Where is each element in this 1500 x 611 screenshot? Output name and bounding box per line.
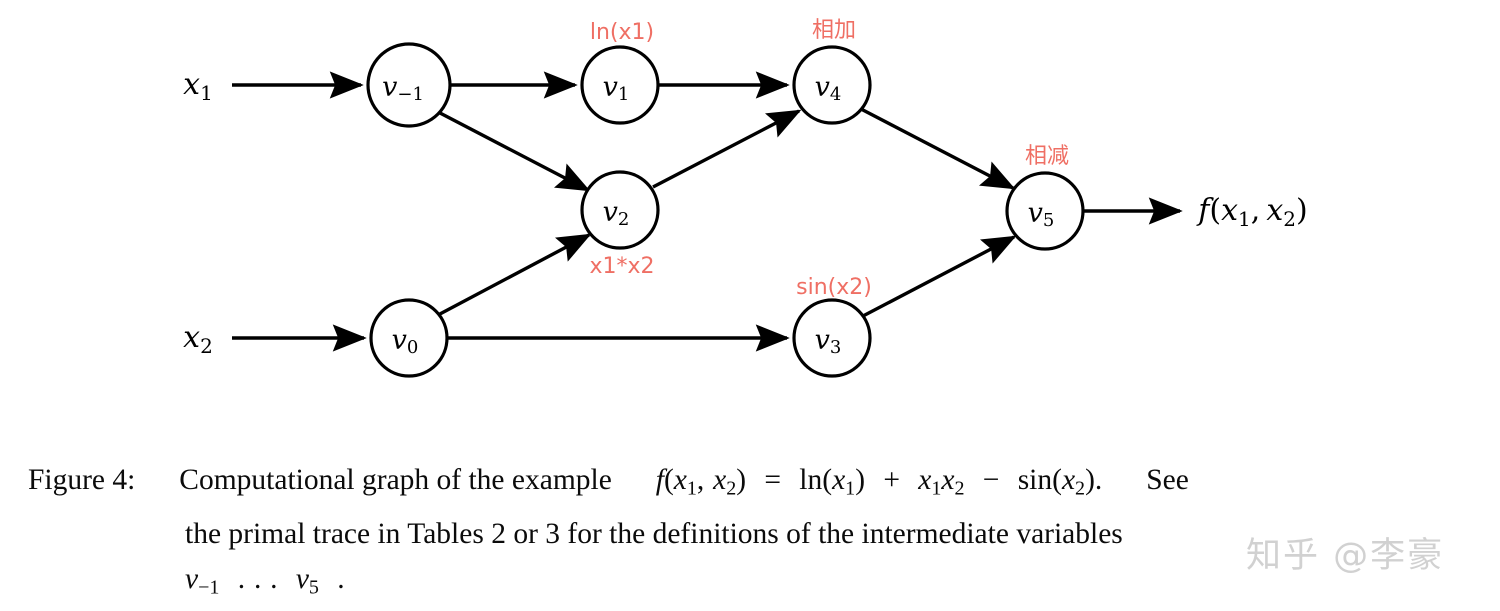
caption-line2-text: the primal trace in Tables 2 or 3 for th… <box>185 517 1123 550</box>
node-v4[interactable]: 相加 v4 <box>792 18 872 125</box>
op-label-v4: 相加 <box>812 18 856 43</box>
node-circle-v4[interactable] <box>792 45 872 125</box>
op-label-v1: ln(x1) <box>590 20 654 45</box>
edge-v2-to-v4 <box>652 109 802 189</box>
caption-figure-number: Figure 4: <box>28 464 136 496</box>
input-label-x2: x2 <box>183 320 213 358</box>
figure-caption: Figure 4: Computational graph of the exa… <box>28 458 1478 610</box>
graph-edges <box>232 71 1183 352</box>
node-circle-v2[interactable] <box>580 170 660 250</box>
node-circle-v5[interactable] <box>1005 171 1085 251</box>
node-v0[interactable]: v0 <box>369 298 449 378</box>
node-circle-v0[interactable] <box>369 298 449 378</box>
computational-graph: v−1 v0 ln(x1) v1 v2 x1*x2 sin(x2) <box>183 18 1308 378</box>
op-label-v2: x1*x2 <box>589 254 654 279</box>
node-v2[interactable]: v2 x1*x2 <box>580 170 660 279</box>
edge-vm1-to-v2 <box>439 111 591 192</box>
node-v1[interactable]: ln(x1) v1 <box>580 20 660 125</box>
caption-line-2: the primal trace in Tables 2 or 3 for th… <box>28 512 1478 557</box>
caption-line-3: v−1...v5. <box>28 557 1478 611</box>
caption-line1-formula: f(x1,x2)=ln(x1)+x1x2−sin(x2). <box>655 464 1103 500</box>
output-label-f: f(x1, x2) <box>1196 193 1307 231</box>
node-circle-v1[interactable] <box>580 45 660 125</box>
node-v-minus-1[interactable]: v−1 <box>366 42 452 128</box>
edge-v0-to-v2 <box>437 233 592 317</box>
op-label-v5: 相减 <box>1025 144 1069 169</box>
edge-v4-to-v5 <box>860 107 1016 190</box>
op-label-v3: sin(x2) <box>796 275 872 300</box>
caption-line1-text: Computational graph of the example <box>179 464 612 496</box>
node-circle-v-minus-1[interactable] <box>366 42 452 128</box>
node-circle-v3[interactable] <box>792 298 872 378</box>
node-v5[interactable]: 相减 v5 <box>1005 144 1085 251</box>
caption-line1-tail: See <box>1146 464 1189 496</box>
edge-v3-to-v5 <box>862 235 1017 318</box>
input-label-x1: x1 <box>183 67 213 105</box>
caption-line3-formula: v−1...v5. <box>185 562 345 599</box>
graph-nodes: v−1 v0 ln(x1) v1 v2 x1*x2 sin(x2) <box>366 18 1085 378</box>
caption-line-1: Figure 4: Computational graph of the exa… <box>28 458 1478 512</box>
node-v3[interactable]: sin(x2) v3 <box>792 275 872 378</box>
